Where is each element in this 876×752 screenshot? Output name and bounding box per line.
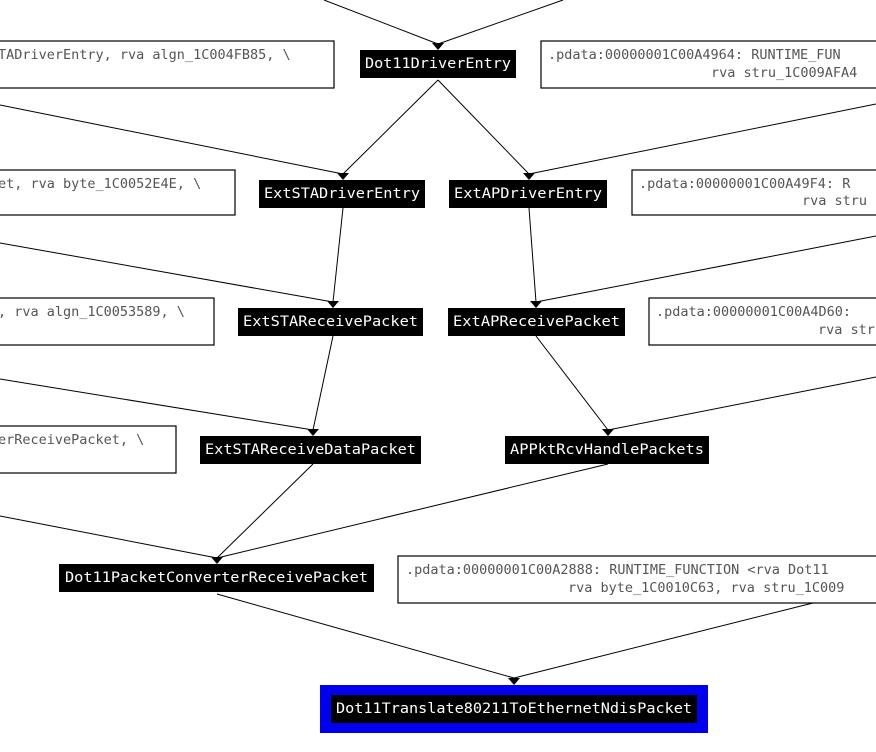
edge-extsta-data-to-converter	[216, 463, 314, 559]
edge-pdata-to-translate	[513, 602, 814, 679]
edge-left-to-converter	[0, 515, 218, 559]
xref-1-line-1: TADriverEntry, rva algn_1C004FB85, \	[0, 47, 291, 63]
xref-box-7: erReceivePacket, \	[0, 425, 177, 474]
xref-3-line-1: et, rva byte_1C0052E4E, \	[0, 176, 201, 192]
node-label-ext-sta-receive-data-packet: ExtSTAReceiveDataPacket	[205, 442, 416, 458]
edge-right-to-extap	[528, 103, 876, 175]
xref-7-line-1: erReceivePacket, \	[0, 432, 144, 448]
arrowhead-extsta-receive-data-packet	[307, 429, 319, 436]
xref-box-6: .pdata:00000001C00A4D60: rva str	[648, 297, 876, 346]
xref-4-line-2: rva stru	[802, 193, 867, 209]
xref-box-2: .pdata:00000001C00A4964: RUNTIME_FUN rva…	[540, 40, 876, 89]
arrowhead-extap-driver-entry	[523, 173, 535, 180]
node-dot11-packet-converter-receive-packet[interactable]: Dot11PacketConverterReceivePacket	[59, 564, 374, 592]
edge-extap-to-receive	[528, 207, 537, 303]
xref-8-line-2: rva byte_1C0010C63, rva stru_1C009	[568, 580, 844, 596]
arrowhead-ap-pkt-rcv-handle-packets	[602, 429, 614, 436]
node-ext-sta-receive-data-packet[interactable]: ExtSTAReceiveDataPacket	[200, 436, 421, 464]
node-label-ext-sta-driver-entry: ExtSTADriverEntry	[264, 186, 420, 202]
arrowhead-extap-receive-packet	[530, 301, 542, 308]
xref-6-line-1: .pdata:00000001C00A4D60:	[656, 304, 851, 320]
edge-handle-to-converter	[216, 463, 609, 559]
xref-5-line-1: , rva algn_1C0053589, \	[0, 304, 185, 320]
edge-extsta-to-receive	[332, 207, 344, 303]
edge-dot11-to-extsta	[342, 79, 439, 175]
edge-left-to-extsta	[0, 104, 344, 175]
edge-extap-receive-to-handle	[535, 335, 609, 431]
xref-box-3: et, rva byte_1C0052E4E, \	[0, 169, 236, 216]
node-ext-ap-driver-entry[interactable]: ExtAPDriverEntry	[449, 180, 607, 208]
xref-2-line-1: .pdata:00000001C00A4964: RUNTIME_FUN	[548, 47, 841, 63]
edge-right-to-extap-receive	[535, 235, 876, 303]
node-dot11-driver-entry[interactable]: Dot11DriverEntry	[360, 50, 516, 78]
node-label-ap-pkt-rcv-handle-packets: APPktRcvHandlePackets	[510, 442, 704, 458]
node-ext-ap-receive-packet[interactable]: ExtAPReceivePacket	[448, 308, 625, 336]
xref-box-4: .pdata:00000001C00A49F4: R rva stru	[631, 169, 876, 216]
edge-left-to-extsta-data	[0, 378, 314, 431]
node-label-dot11-driver-entry: Dot11DriverEntry	[365, 56, 511, 72]
arrowhead-dot11-packet-converter	[211, 557, 223, 564]
node-label-dot11-packet-converter-receive-packet: Dot11PacketConverterReceivePacket	[65, 570, 368, 586]
arrowhead-extsta-driver-entry	[337, 173, 349, 180]
node-label-ext-ap-receive-packet: ExtAPReceivePacket	[453, 314, 620, 330]
edge-converter-to-translate	[216, 593, 515, 679]
xref-box-8: .pdata:00000001C00A2888: RUNTIME_FUNCTIO…	[397, 555, 876, 604]
edge-right-to-handle	[607, 376, 876, 431]
graph-edges	[0, 0, 876, 685]
node-label-dot11-translate-80211-to-ethernet-ndis-packet: Dot11Translate80211ToEthernetNdisPacket	[336, 701, 692, 717]
edge-in-top-left	[323, 0, 439, 45]
node-ap-pkt-rcv-handle-packets[interactable]: APPktRcvHandlePackets	[505, 436, 709, 464]
edge-left-to-extsta-receive	[0, 242, 334, 303]
xref-4-line-1: .pdata:00000001C00A49F4: R	[639, 176, 851, 192]
arrowhead-extsta-receive-packet	[327, 301, 339, 308]
xref-6-line-2: rva str	[818, 322, 875, 338]
edge-extsta-receive-to-data	[312, 335, 334, 431]
edge-in-top-right	[437, 0, 564, 45]
node-label-ext-ap-driver-entry: ExtAPDriverEntry	[454, 186, 602, 202]
node-ext-sta-driver-entry[interactable]: ExtSTADriverEntry	[259, 180, 425, 208]
xref-box-5: , rva algn_1C0053589, \	[0, 297, 215, 346]
node-dot11-translate-80211-to-ethernet-ndis-packet[interactable]: Dot11Translate80211ToEthernetNdisPacket	[320, 685, 708, 733]
arrowhead-dot11-driver-entry	[432, 43, 444, 50]
node-label-ext-sta-receive-packet: ExtSTAReceivePacket	[243, 314, 418, 330]
node-ext-sta-receive-packet[interactable]: ExtSTAReceivePacket	[238, 308, 423, 336]
xref-8-line-1: .pdata:00000001C00A2888: RUNTIME_FUNCTIO…	[406, 562, 829, 578]
xref-2-line-2: rva stru_1C009AFA4	[711, 65, 857, 81]
edge-dot11-to-extap	[437, 79, 530, 175]
arrowhead-dot11-translate	[508, 678, 520, 685]
xref-box-1: TADriverEntry, rva algn_1C004FB85, \	[0, 40, 335, 89]
